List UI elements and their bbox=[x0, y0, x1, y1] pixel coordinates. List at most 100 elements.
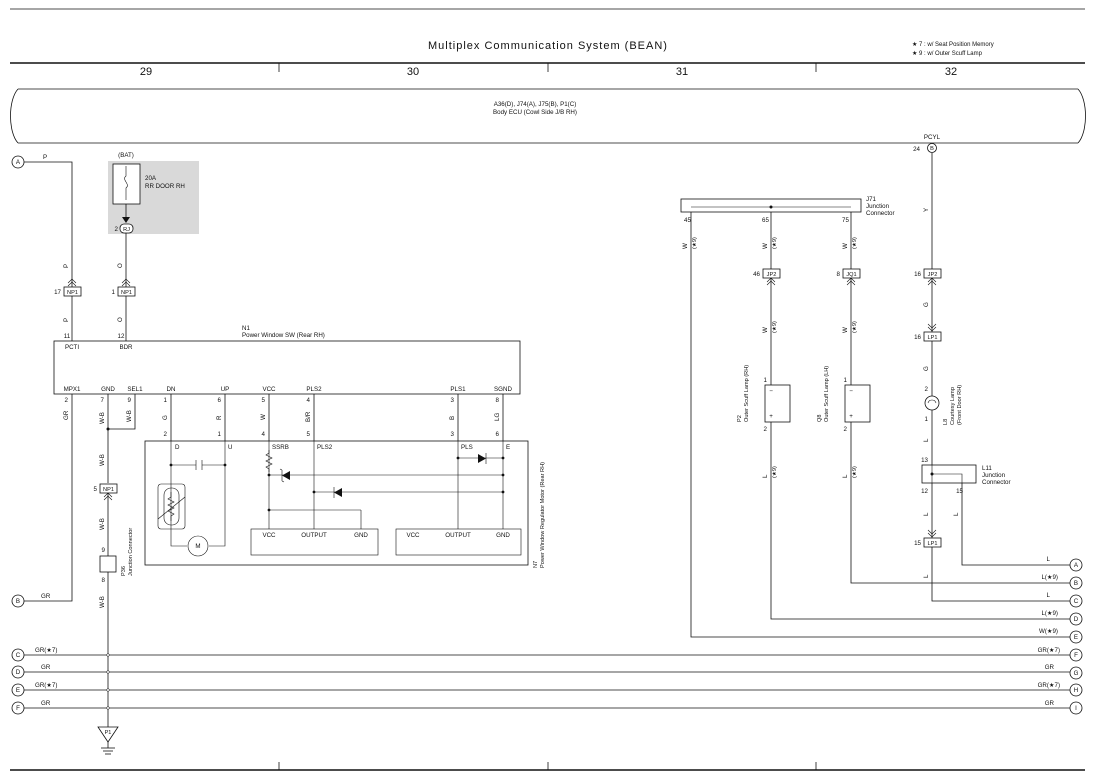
n1-pin-vcc: VCC bbox=[262, 386, 276, 393]
j71-pin-45: 45 bbox=[684, 217, 691, 224]
q8-minus: − bbox=[849, 388, 853, 395]
np1-pin-17: 17 bbox=[54, 289, 61, 296]
j71-name2: Connector bbox=[866, 210, 895, 217]
j71-name1: Junction bbox=[866, 203, 890, 210]
n1-pin-bdr: BDR bbox=[119, 344, 133, 351]
right-reference-circles: A B C D E F G H I bbox=[1069, 558, 1083, 715]
n7-label-pls2: PLS2 bbox=[317, 444, 333, 451]
ecu-name: Body ECU (Cowl Side J/B RH) bbox=[493, 109, 577, 116]
fuse-connector-pin: 2 bbox=[115, 226, 119, 233]
n1-pin-pls2: PLS2 bbox=[306, 386, 322, 393]
column-number-31: 31 bbox=[676, 66, 688, 78]
p2-outer-scuff-lamp-rh bbox=[764, 384, 791, 423]
wire-label-gr7-h-right: GR(★7) bbox=[1038, 682, 1060, 689]
l11-pin-12: 12 bbox=[921, 488, 928, 495]
q8-pin-1: 1 bbox=[844, 377, 848, 384]
page-title: Multiplex Communication System (BEAN) bbox=[428, 40, 668, 52]
wire-label-w9-e: W(★9) bbox=[1039, 628, 1058, 635]
wire-label-l9-d: L(★9) bbox=[1041, 610, 1058, 617]
wire-label-w9-c: W bbox=[842, 243, 849, 249]
j71-pin-65: 65 bbox=[762, 217, 769, 224]
n7-pin-1: 1 bbox=[218, 431, 222, 438]
wire-label-y: Y bbox=[923, 208, 930, 212]
wire-label-gr-mpx1: GR bbox=[63, 410, 70, 420]
wire-label-w9-d: W bbox=[762, 327, 769, 333]
wire-label-p-v2: P bbox=[63, 318, 70, 322]
wire-label-l-p2: L bbox=[762, 474, 769, 478]
courtesy-lamp-icon bbox=[924, 395, 940, 411]
fuse-label-name: RR DOOR RH bbox=[145, 183, 185, 190]
l11-pin-15: 15 bbox=[956, 488, 963, 495]
page-frame bbox=[10, 8, 1085, 771]
ground-id: P1 bbox=[105, 730, 112, 736]
right-ref-g: G bbox=[1074, 670, 1079, 677]
p2-pin-1: 1 bbox=[764, 377, 768, 384]
note-outer-scuff: ★ 9 : w/ Outer Scuff Lamp bbox=[912, 50, 983, 57]
n1-pin-no-1: 1 bbox=[164, 397, 168, 404]
np1-pin-1: 1 bbox=[112, 289, 116, 296]
right-ref-b: B bbox=[1074, 580, 1078, 587]
bottom-bus-lines bbox=[24, 654, 1070, 709]
q8-pin-2: 2 bbox=[844, 426, 848, 433]
left-ref-e: E bbox=[16, 687, 20, 694]
wire-label-wb-3: W-B bbox=[99, 454, 106, 466]
n1-pin-no-2: 2 bbox=[65, 397, 69, 404]
n7-window-regulator-motor bbox=[144, 440, 529, 566]
wire-label-l-lp1: L bbox=[923, 574, 930, 578]
ecu-pin-letter: B bbox=[930, 146, 934, 152]
p36-pin-9: 9 bbox=[102, 547, 106, 554]
wire-label-gr-f: GR bbox=[41, 700, 51, 707]
n1-pin-no-5: 5 bbox=[262, 397, 266, 404]
l8-name1: Courtesy Lamp bbox=[950, 387, 956, 425]
wire-label-star9-d: (★9) bbox=[771, 321, 778, 333]
n1-name: Power Window SW (Rear RH) bbox=[242, 332, 325, 339]
wire-label-star9-q8: (★9) bbox=[851, 466, 858, 478]
q8-name: Outer Scuff Lamp (LH) bbox=[824, 366, 830, 422]
n7-label-d: D bbox=[175, 444, 180, 451]
wire-label-o-v1: O bbox=[117, 263, 124, 268]
wire-label-wb-1: W-B bbox=[99, 412, 106, 424]
wire-label-star9-f: (★9) bbox=[851, 321, 858, 333]
l8-id: L8 bbox=[943, 419, 949, 425]
wire-label-gr7-f-right: GR(★7) bbox=[1038, 647, 1060, 654]
l11-pin-13: 13 bbox=[921, 457, 928, 464]
np1-connector-a: NP1 bbox=[67, 290, 78, 296]
lp1-connector-a: LP1 bbox=[928, 335, 938, 341]
wire-label-l-a: L bbox=[1047, 556, 1051, 563]
wire-label-w9-b: W bbox=[762, 243, 769, 249]
n1-pin-dn: DN bbox=[167, 386, 176, 393]
right-ref-d: D bbox=[1074, 616, 1079, 623]
wire-label-l-lamp: L bbox=[923, 438, 930, 442]
lp1-pin-15: 15 bbox=[914, 540, 921, 547]
n1-id: N1 bbox=[242, 325, 250, 332]
wire-label-p-top: P bbox=[43, 154, 47, 161]
left-ref-c: C bbox=[16, 652, 21, 659]
left-reference-circles: A B C D E F bbox=[11, 155, 25, 715]
left-ref-d: D bbox=[16, 669, 21, 676]
wire-label-l9-b: L(★9) bbox=[1041, 574, 1058, 581]
wire-label-w9-f: W bbox=[842, 327, 849, 333]
wire-label-gr-d: GR bbox=[41, 664, 51, 671]
n1-pin-no-3: 3 bbox=[451, 397, 455, 404]
l11-name2: Connector bbox=[982, 479, 1011, 486]
n7-label-e: E bbox=[506, 444, 510, 451]
wire-label-wb-4: W-B bbox=[99, 518, 106, 530]
motor-icon bbox=[187, 535, 209, 557]
l11-id: L11 bbox=[982, 465, 992, 472]
wire-label-b: B bbox=[449, 416, 456, 420]
sensor1-vcc: VCC bbox=[262, 532, 276, 539]
sensor2-vcc: VCC bbox=[406, 532, 420, 539]
np1-connector-b: NP1 bbox=[121, 290, 132, 296]
n7-id: N7 bbox=[533, 561, 539, 568]
n1-bottom-pin-numbers: 2 7 9 1 6 5 4 3 8 bbox=[65, 397, 500, 404]
left-ref-b: B bbox=[16, 598, 20, 605]
l11-name1: Junction bbox=[982, 472, 1006, 479]
jq1-connector: JQ1 bbox=[846, 272, 856, 278]
lp1-connector-b: LP1 bbox=[928, 541, 938, 547]
lp1-pin-16: 16 bbox=[914, 334, 921, 341]
n1-bottom-pin-names: MPX1 GND SEL1 DN UP VCC PLS2 PLS1 SGND bbox=[64, 386, 513, 393]
np1-pin-5: 5 bbox=[94, 486, 98, 493]
n1-pin-pcti: PCTI bbox=[65, 344, 79, 351]
n7-pin-4: 4 bbox=[262, 431, 266, 438]
